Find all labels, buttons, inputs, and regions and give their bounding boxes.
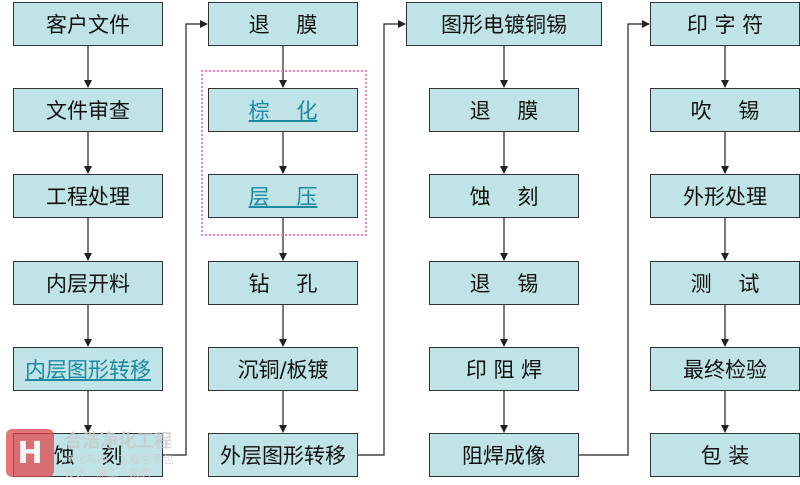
process-step-label: 内层图形转移	[25, 358, 151, 382]
process-step-label: 钻 孔	[248, 272, 318, 296]
process-step-label: 退 锡	[469, 272, 539, 296]
process-step-label: 沉铜/板镀	[237, 358, 329, 382]
process-step-label: 测 试	[690, 272, 760, 296]
process-step: 退 膜	[429, 88, 579, 132]
process-step: 包 装	[650, 433, 800, 477]
process-step: 印 阻 焊	[429, 347, 579, 391]
column-connector-arrow	[163, 20, 208, 456]
process-step-label: 棕 化	[248, 99, 318, 123]
watermark: H 合浩净化工程 净化车间 · 工程总承包 设计 · 施工 · 采购	[6, 427, 226, 483]
process-step-label: 蚀 刻	[469, 185, 539, 209]
process-step: 退 锡	[429, 261, 579, 305]
process-step-label: 内层开料	[46, 272, 130, 296]
process-step-label: 退 膜	[469, 99, 539, 123]
process-step: 印 字 符	[650, 2, 800, 46]
process-step: 文件审查	[13, 88, 163, 132]
process-step-label: 层 压	[248, 185, 318, 209]
watermark-subtitle: 净化车间 · 工程总承包	[64, 453, 174, 466]
watermark-logo: H	[6, 429, 54, 477]
process-step: 客户文件	[13, 2, 163, 46]
watermark-subtitle-2: 设计 · 施工 · 采购	[64, 467, 151, 480]
watermark-title: 合浩净化工程	[64, 431, 172, 452]
process-step-label: 印 字 符	[686, 13, 764, 37]
highlight-dashed-group	[201, 70, 367, 236]
process-step-label: 退 膜	[248, 13, 318, 37]
process-step-label: 客户文件	[46, 13, 130, 37]
process-step-label: 阻焊成像	[462, 444, 546, 468]
process-step-label: 文件审查	[46, 99, 130, 123]
process-step: 蚀 刻	[429, 174, 579, 218]
process-step-label: 外形处理	[683, 185, 767, 209]
process-step-label: 图形电镀铜锡	[441, 13, 567, 37]
process-step-label: 外层图形转移	[220, 444, 346, 468]
process-step-label: 最终检验	[683, 358, 767, 382]
process-step: 内层开料	[13, 261, 163, 305]
process-step-label: 吹 锡	[690, 99, 760, 123]
process-step: 棕 化	[208, 88, 358, 132]
process-step: 层 压	[208, 174, 358, 218]
process-step: 测 试	[650, 261, 800, 305]
process-step: 最终检验	[650, 347, 800, 391]
process-step: 沉铜/板镀	[208, 347, 358, 391]
process-step: 退 膜	[208, 2, 358, 46]
process-step: 外形处理	[650, 174, 800, 218]
process-step-label: 工程处理	[46, 185, 130, 209]
column-connector-arrow	[358, 20, 406, 456]
process-step: 阻焊成像	[429, 433, 579, 477]
process-step: 吹 锡	[650, 88, 800, 132]
process-step: 内层图形转移	[13, 347, 163, 391]
process-step: 图形电镀铜锡	[406, 2, 602, 46]
process-step-label: 包 装	[700, 444, 750, 468]
process-step: 外层图形转移	[208, 433, 358, 477]
process-step: 工程处理	[13, 174, 163, 218]
process-step: 钻 孔	[208, 261, 358, 305]
column-connector-arrow	[579, 20, 650, 456]
process-step-label: 蚀 刻	[53, 444, 123, 468]
process-step-label: 印 阻 焊	[465, 358, 543, 382]
